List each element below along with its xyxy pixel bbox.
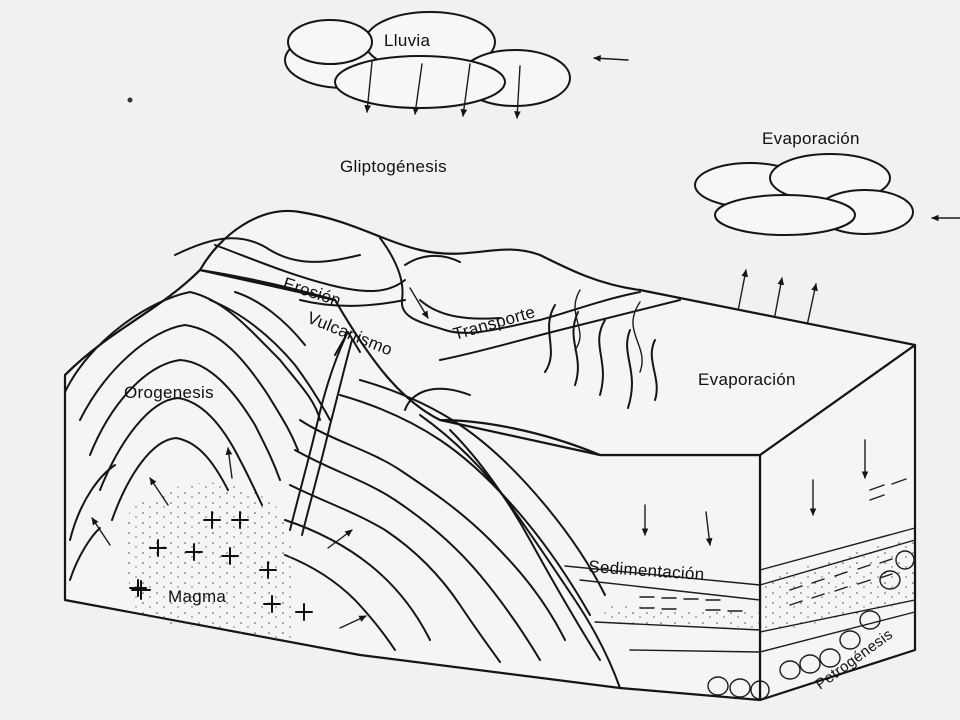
- pressure-arrows: [91, 447, 367, 629]
- terrain-features: [174, 237, 681, 411]
- speck: [127, 97, 133, 103]
- rain-arrows: [364, 61, 521, 119]
- side-strata: [759, 478, 916, 653]
- fold-lines: [64, 291, 621, 689]
- sedimentation-arrows: [641, 504, 713, 546]
- front-strata: [564, 565, 770, 700]
- volcanic-conduit: [289, 331, 361, 536]
- rain-cloud-icon: [284, 11, 571, 109]
- evaporation-cloud-icon: [694, 153, 914, 236]
- evaporation-top-label: Evaporación: [762, 129, 860, 148]
- magma-zone: [124, 482, 297, 640]
- lluvia-label: Lluvia: [384, 31, 430, 50]
- magma-label: Magma: [168, 587, 226, 606]
- orogenesis-label: Orogenesis: [124, 383, 214, 402]
- magma-crosses: [129, 511, 313, 621]
- magma-label-cross: [131, 580, 151, 600]
- wind-arrow-top: [593, 55, 629, 62]
- evaporation-side-label: Evaporación: [698, 370, 796, 389]
- pebble-layer: [779, 550, 915, 680]
- gliptogenesis-label: Gliptogénesis: [340, 157, 447, 176]
- terrain-surface: [64, 209, 917, 457]
- transport-arrow: [409, 287, 429, 319]
